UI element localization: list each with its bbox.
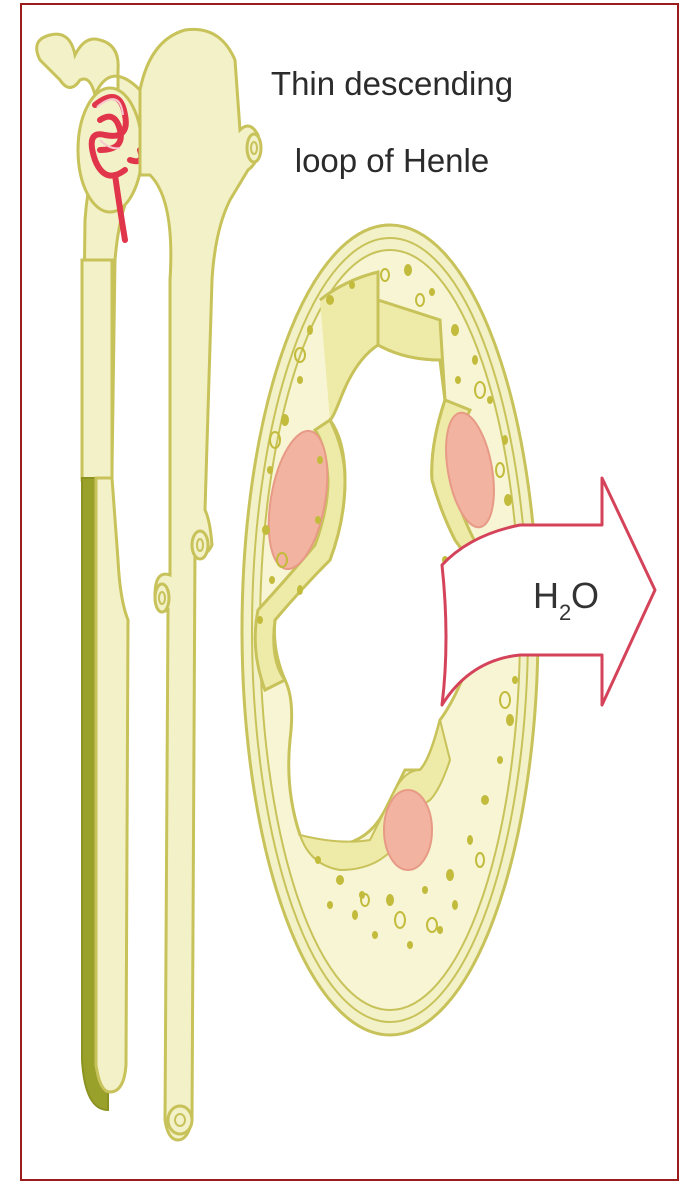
arrow-label-h: H <box>533 575 559 616</box>
tube-end-bottom <box>168 1106 192 1134</box>
diagram-title-line2: loop of Henle <box>295 142 489 179</box>
diagram-title-line1: Thin descending <box>271 65 513 102</box>
arrow-label-subscript: 2 <box>559 600 571 625</box>
ascending-limb <box>96 478 128 1092</box>
nucleus-bottom <box>384 790 432 870</box>
nephron-illustration <box>37 29 261 1140</box>
arrow-label-o: O <box>571 575 599 616</box>
tube-end-top <box>247 134 261 162</box>
tube-end-middle <box>192 531 208 559</box>
descending-limb <box>82 260 112 480</box>
tube-end-left <box>155 584 169 612</box>
